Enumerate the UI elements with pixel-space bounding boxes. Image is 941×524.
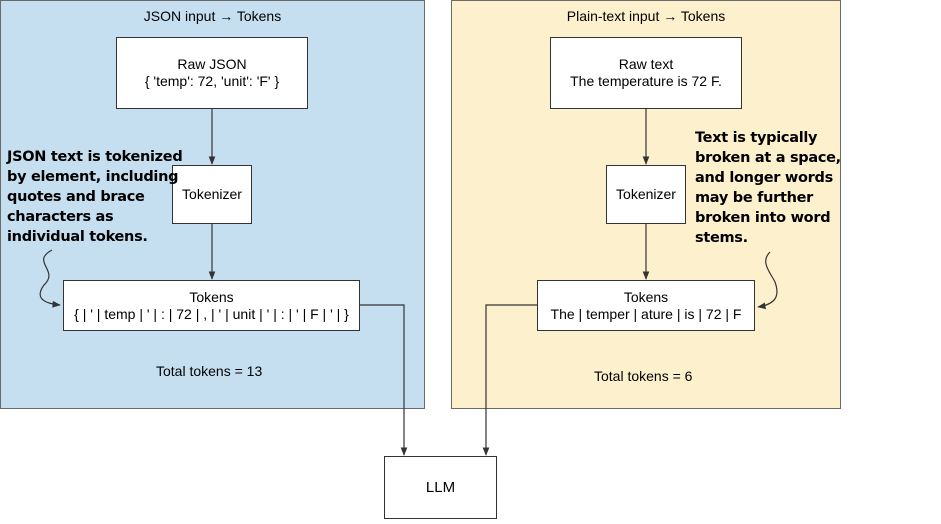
json-tokens-box: Tokens { | ' | temp | ' | : | 72 | , | '… xyxy=(63,280,360,331)
raw-text-box-content: The temperature is 72 F. xyxy=(570,73,722,89)
json-annotation-pointer xyxy=(39,249,61,308)
text-tokenizer-label: Tokenizer xyxy=(616,186,676,202)
json-annotation-line: JSON text is tokenized xyxy=(7,149,183,165)
raw-json-box: Raw JSON { 'temp': 72, 'unit': 'F' } xyxy=(116,37,308,109)
text-annotation: Text is typically broken at a space, and… xyxy=(695,128,841,248)
json-annotation: JSON text is tokenized by element, inclu… xyxy=(7,147,183,247)
json-panel-title: JSON input → Tokens xyxy=(143,8,282,24)
json-annotation-line: individual tokens. xyxy=(7,229,148,245)
text-annotation-line: broken into word xyxy=(695,210,831,226)
text-annotation-line: stems. xyxy=(695,230,748,246)
text-annotation-line: Text is typically xyxy=(695,130,818,146)
arrow-json-tokens-to-llm xyxy=(360,304,408,456)
text-total-tokens: Total tokens = 6 xyxy=(594,368,693,384)
text-annotation-line: may be further xyxy=(695,190,814,206)
text-annotation-line: broken at a space, xyxy=(695,150,841,166)
plain-text-panel-title: Plain-text input → Tokens xyxy=(566,8,726,24)
text-tokens-heading: Tokens xyxy=(623,288,669,305)
text-annotation-pointer xyxy=(757,251,778,310)
text-tokenizer-box: Tokenizer xyxy=(606,165,686,224)
json-total-tokens: Total tokens = 13 xyxy=(156,363,263,379)
raw-text-box-heading: Raw text xyxy=(618,56,674,72)
json-tokenizer-label: Tokenizer xyxy=(182,186,242,202)
llm-box: LLM xyxy=(384,456,497,519)
llm-label: LLM xyxy=(425,479,456,496)
json-annotation-line: characters as xyxy=(7,209,114,225)
raw-json-box-heading: Raw JSON xyxy=(177,56,247,72)
json-tokens-list: { | ' | temp | ' | : | 72 | , | ' | unit… xyxy=(74,305,349,322)
json-annotation-line: by element, including xyxy=(7,169,179,185)
text-annotation-line: and longer words xyxy=(695,170,833,186)
json-tokens-heading: Tokens xyxy=(189,288,234,305)
json-tokenizer-box: Tokenizer xyxy=(172,165,252,224)
text-tokens-box: Tokens The | temper | ature | is | 72 | … xyxy=(537,280,755,331)
arrow-text-tokens-to-llm xyxy=(482,304,537,456)
json-annotation-line: quotes and brace xyxy=(7,189,145,205)
raw-text-box: Raw text The temperature is 72 F. xyxy=(550,37,742,109)
raw-json-box-content: { 'temp': 72, 'unit': 'F' } xyxy=(144,73,280,89)
text-tokens-list: The | temper | ature | is | 72 | F xyxy=(550,305,742,322)
